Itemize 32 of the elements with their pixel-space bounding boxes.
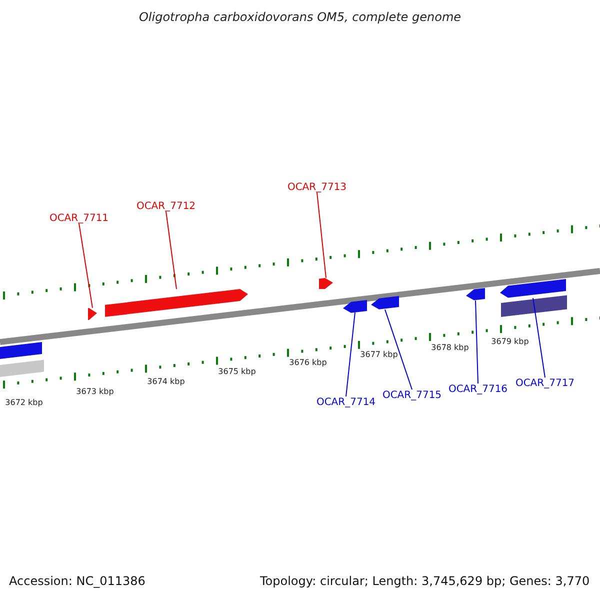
gene-bar [88, 308, 97, 320]
gene-label: OCAR_7715 [382, 390, 442, 400]
scale-label: 3673 kbp [76, 387, 114, 396]
title: Oligotropha carboxidovorans OM5, complete genome [138, 10, 462, 24]
scale-label: 3675 kbp [218, 367, 256, 376]
scale-label: 3678 kbp [431, 343, 469, 352]
scale-label: 3674 kbp [147, 377, 185, 386]
gene-label: OCAR_7713 [287, 182, 347, 192]
gene-label: OCAR_7714 [316, 396, 376, 408]
leader-line [384, 309, 412, 390]
leader-line [316, 192, 326, 278]
scale-label: 3676 kbp [289, 358, 327, 367]
leader-line [532, 298, 546, 378]
scale-label: 3679 kbp [491, 337, 529, 346]
leader-line [78, 223, 93, 308]
gene-bar [105, 289, 248, 317]
gene-label: OCAR_7716 [448, 384, 508, 394]
gene-bar [343, 300, 367, 313]
scale-label: 3677 kbp [360, 350, 398, 359]
genome-info-text: Topology: circular; Length: 3,745,629 bp; Genes: 3,770 [260, 574, 590, 588]
gene-label: OCAR_7712 [136, 200, 196, 212]
gene-bar [466, 288, 485, 301]
scale-label: 3672 kbp [5, 398, 43, 407]
gene-bar [371, 296, 399, 310]
gene-label: OCAR_7711 [49, 212, 109, 224]
leader-line [346, 312, 356, 397]
gene-bar [319, 278, 333, 290]
leader-line [475, 300, 478, 384]
leader-line [166, 211, 177, 290]
gene-label: OCAR_7717 [515, 378, 575, 388]
accession-text: Accession: NC_011386 [9, 574, 146, 588]
gene-bar [500, 279, 566, 298]
